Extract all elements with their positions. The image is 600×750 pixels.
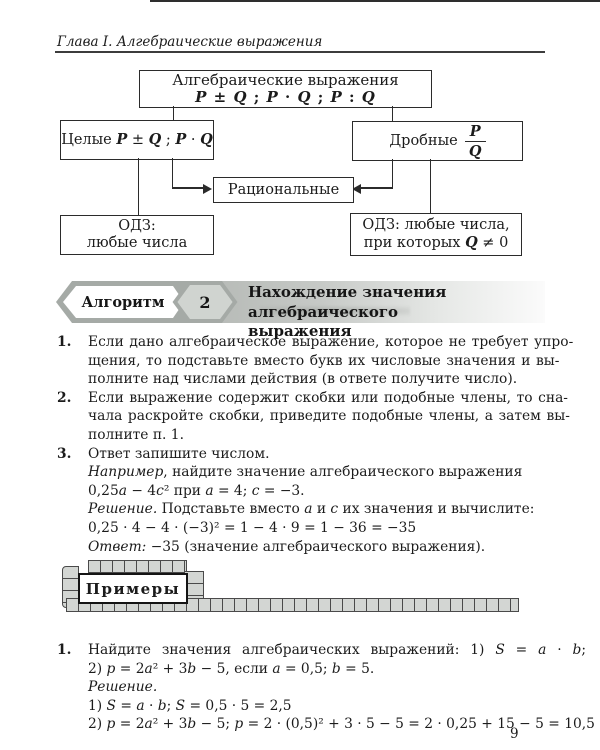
box-title: Алгебраические выражения xyxy=(172,71,399,89)
connector-left-bend-v xyxy=(171,158,174,189)
algorithm-title: Нахождение значения алгебраического выра… xyxy=(248,283,447,340)
text-line: щения, то подставьте вместо букв их числ… xyxy=(88,352,560,369)
connector-right-bend-h xyxy=(361,187,393,189)
page-number: 9 xyxy=(510,726,519,742)
connector-left-bend-h xyxy=(171,187,204,189)
odz-line: любые числа xyxy=(86,235,188,251)
text-line: 1) S = a · b; S = 0,5 · 5 = 2,5 xyxy=(88,697,292,714)
arrowhead-into-rational-right xyxy=(352,183,361,194)
box-rational: Рациональные xyxy=(213,177,354,203)
text-line: Решение. xyxy=(88,679,158,696)
scan-edge-artifact xyxy=(150,0,600,2)
text-line: чала раскройте скобки, приведите подобны… xyxy=(88,408,570,425)
box-odz-left: ОДЗ: любые числа xyxy=(60,215,214,255)
fraction-p-over-q: P Q xyxy=(464,123,486,160)
connector-top-right xyxy=(391,106,394,121)
box-fractional-expressions: Дробные P Q xyxy=(352,121,523,161)
chapter-heading: Глава I. Алгебраические выражения xyxy=(57,34,323,50)
list-item-number: 1. xyxy=(57,334,72,350)
text-line: Ответ: −35 (значение алгебраического выр… xyxy=(88,538,486,555)
badge-inner-hexagon xyxy=(63,286,184,318)
text-line: полните п. 1. xyxy=(88,426,184,443)
text-line: Решение. Подставьте вместо a и c их знач… xyxy=(88,501,535,518)
connector-top-left xyxy=(172,106,175,120)
box-integer-expressions: Целые P ± Q ; P · Q xyxy=(60,120,214,160)
text-line: полните над числами действия (в ответе п… xyxy=(88,371,518,388)
connector-right-bend-v xyxy=(391,159,394,189)
list-item-number: 1. xyxy=(57,642,72,658)
text-line: Если дано алгебраическое выражение, кото… xyxy=(88,334,574,350)
box-odz-right: ОДЗ: любые числа, при которых Q ≠ 0 xyxy=(350,213,522,256)
odz-line: при которых Q ≠ 0 xyxy=(363,234,509,251)
text-line: Например, найдите значение алгебраическо… xyxy=(88,464,523,481)
connector-left-to-odz xyxy=(137,158,140,215)
text-line: 0,25a − 4c² при a = 4; c = −3. xyxy=(88,482,305,499)
odz-line: ОДЗ: любые числа, xyxy=(362,217,510,233)
badge-label: Алгоритм xyxy=(81,294,164,311)
list-item-number: 3. xyxy=(57,445,72,462)
text-line: 2) p = 2a² + 3b − 5, если a = 0,5; b = 5… xyxy=(88,660,375,677)
examples-list: 1. Найдите значения алгебраических выраже… xyxy=(57,641,595,734)
text-line: 0,25 · 4 − 4 · (−3)² = 1 − 4 · 9 = 1 − 3… xyxy=(88,519,417,536)
chapter-rule xyxy=(55,51,545,53)
text-line: Ответ запишите числом. xyxy=(88,445,270,462)
list-item-number: 2. xyxy=(57,389,72,406)
algorithm-step: 3. Ответ запишите числом. Например, найдит… xyxy=(57,445,546,557)
text-line: Найдите значения алгебраических выражени… xyxy=(88,642,587,658)
box-formula: P ± Q ; P · Q ; P : Q xyxy=(195,88,376,106)
box-label: Рациональные xyxy=(227,181,340,198)
text-line: Если выражение содержит скобки или подоб… xyxy=(88,389,568,406)
badge-number-hexagon xyxy=(172,281,238,323)
algorithm-step: 2. Если выражение содержит скобки или под… xyxy=(57,389,570,445)
odz-line: ОДЗ: xyxy=(118,218,156,234)
examples-label: Примеры xyxy=(85,579,181,598)
chain-strip-right xyxy=(184,571,204,600)
box-algebraic-expressions: Алгебраические выражения P ± Q ; P · Q ;… xyxy=(139,70,432,108)
chain-strip-top xyxy=(88,560,187,573)
badge-number: 2 xyxy=(199,293,210,312)
print-bleed-artifact xyxy=(260,305,410,317)
box-label: Дробные xyxy=(389,132,458,149)
examples-label-box: Примеры xyxy=(78,573,188,604)
arrowhead-into-rational-left xyxy=(203,183,212,194)
algorithm-step: 1. Если дано алгебраическое выражение, ко… xyxy=(57,333,574,389)
chain-strip-left xyxy=(62,566,79,608)
example-item: 1. Найдите значения алгебраических выраже… xyxy=(57,641,595,734)
connector-right-to-odz xyxy=(429,159,432,213)
algorithm-badge: Алгоритм 2 xyxy=(56,281,238,323)
box-label: Целые P ± Q ; P · Q xyxy=(61,131,213,148)
algorithm-steps-list: 1. Если дано алгебраическое выражение, ко… xyxy=(57,333,574,557)
text-line: 2) p = 2a² + 3b − 5; p = 2 · (0,5)² + 3 … xyxy=(88,716,595,733)
